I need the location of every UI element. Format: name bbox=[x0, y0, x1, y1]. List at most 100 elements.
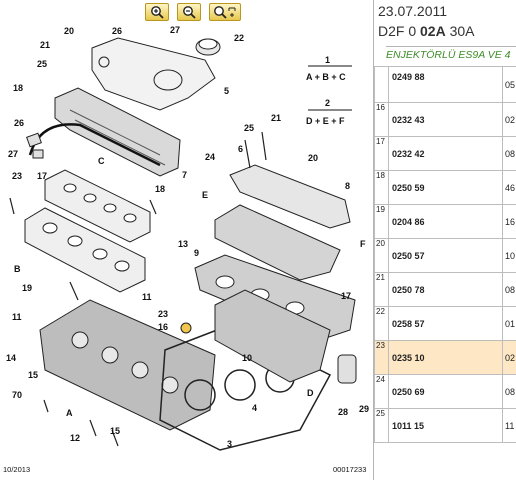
callout-label[interactable]: 25 bbox=[37, 59, 47, 69]
cylinder-head-a[interactable] bbox=[39, 299, 216, 431]
intake-manifold[interactable] bbox=[54, 87, 181, 177]
callout-label[interactable]: 17 bbox=[37, 171, 47, 181]
callout-label[interactable]: 29 bbox=[359, 404, 369, 414]
callout-label[interactable]: 11 bbox=[12, 312, 22, 322]
callout-label[interactable]: 9 bbox=[194, 248, 199, 258]
cam-carrier-c[interactable] bbox=[44, 169, 151, 243]
parts-cell-qty: 02 bbox=[502, 340, 516, 375]
zoom-in-button[interactable] bbox=[145, 3, 169, 21]
parts-cell-qty: 02 bbox=[502, 102, 516, 137]
callout-label[interactable]: 3 bbox=[227, 439, 232, 449]
callout-labels: 20 26 27 22 21 25 18 5 26 27 24 17 6 C 7… bbox=[6, 25, 369, 449]
callout-label[interactable]: 15 bbox=[28, 370, 38, 380]
parts-cell-qty: 01 bbox=[502, 306, 516, 341]
callout-label[interactable]: 8 bbox=[345, 181, 350, 191]
parts-cell-ref: 0258 57 bbox=[388, 306, 503, 341]
callout-label[interactable]: C bbox=[98, 156, 105, 166]
callout-label[interactable]: 12 bbox=[70, 433, 80, 443]
oil-cap[interactable] bbox=[195, 38, 221, 56]
callout-label[interactable]: 10 bbox=[242, 353, 252, 363]
callout-label[interactable]: 17 bbox=[341, 291, 351, 301]
callout-label[interactable]: A bbox=[66, 408, 73, 418]
parts-cell-qty: 16 bbox=[502, 204, 516, 239]
callout-label[interactable]: 23 bbox=[12, 171, 22, 181]
callout-label[interactable]: D bbox=[307, 388, 314, 398]
thermostat-housing[interactable] bbox=[337, 354, 357, 384]
callout-label[interactable]: F bbox=[360, 239, 366, 249]
seal-23-highlight[interactable] bbox=[180, 322, 192, 334]
camshaft-cover-e[interactable] bbox=[214, 204, 341, 281]
parts-cell-ref: 0250 59 bbox=[388, 170, 503, 205]
parts-cell-idx bbox=[374, 66, 389, 103]
callout-label[interactable]: 26 bbox=[112, 26, 122, 36]
cylinder-head-d[interactable] bbox=[214, 289, 331, 383]
footer-ref: 00017233 bbox=[333, 465, 366, 474]
callout-label[interactable]: E bbox=[202, 190, 208, 200]
parts-cell-idx: 25 bbox=[374, 408, 389, 443]
callout-label[interactable]: 14 bbox=[6, 353, 16, 363]
callout-label[interactable]: 25 bbox=[244, 123, 254, 133]
parts-cell-ref: 0250 57 bbox=[388, 238, 503, 273]
callout-label[interactable]: 21 bbox=[271, 113, 281, 123]
callout-label[interactable]: 20 bbox=[64, 26, 74, 36]
callout-label[interactable]: 70 bbox=[12, 390, 22, 400]
zoom-fit-button[interactable] bbox=[209, 3, 241, 21]
engine-subtitle: ENJEKTÖRLÜ ES9A VE 4 bbox=[386, 46, 516, 67]
callout-label[interactable]: 4 bbox=[252, 403, 257, 413]
catalog-code: D2F 0 02A 30A bbox=[378, 23, 475, 39]
callout-label[interactable]: 6 bbox=[238, 144, 243, 154]
catalog-date: 23.07.2011 bbox=[378, 3, 448, 19]
callout-label[interactable]: 28 bbox=[338, 407, 348, 417]
callout-label[interactable]: 26 bbox=[14, 118, 24, 128]
cam-carrier-b[interactable] bbox=[24, 207, 146, 293]
camshaft-housing-f[interactable] bbox=[194, 254, 356, 341]
parts-cell-ref: 0232 43 bbox=[388, 102, 503, 137]
parts-cell-qty: 11 bbox=[502, 408, 516, 443]
fuel-rail[interactable] bbox=[229, 164, 351, 229]
callout-label[interactable]: 5 bbox=[224, 86, 229, 96]
callout-label[interactable]: 7 bbox=[182, 170, 187, 180]
callout-label[interactable]: 22 bbox=[234, 33, 244, 43]
parts-cell-idx: 24 bbox=[374, 374, 389, 409]
callout-label[interactable]: 13 bbox=[178, 239, 188, 249]
parts-cell-ref: 0204 86 bbox=[388, 204, 503, 239]
parts-cell-idx: 22 bbox=[374, 306, 389, 341]
callout-label[interactable]: 19 bbox=[22, 283, 32, 293]
callout-label[interactable]: 20 bbox=[308, 153, 318, 163]
zoom-out-button[interactable] bbox=[177, 3, 201, 21]
exploded-parts-diagram[interactable]: 1 A + B + C 2 D + E + F bbox=[0, 0, 373, 480]
callout-label[interactable]: B bbox=[14, 264, 21, 274]
parts-cell-idx: 16 bbox=[374, 102, 389, 137]
parts-cell-idx: 19 bbox=[374, 204, 389, 239]
callout-label[interactable]: 21 bbox=[40, 40, 50, 50]
parts-cell-qty: 10 bbox=[502, 238, 516, 273]
parts-cell-qty: 08 bbox=[502, 136, 516, 171]
callout-label[interactable]: 11 bbox=[142, 292, 152, 302]
callout-label[interactable]: 18 bbox=[13, 83, 23, 93]
engine-drawing: 1 A + B + C 2 D + E + F bbox=[3, 25, 369, 474]
callout-label[interactable]: 18 bbox=[155, 184, 165, 194]
valve-cover[interactable] bbox=[91, 37, 216, 111]
callout-label[interactable]: 24 bbox=[205, 152, 215, 162]
callout-label[interactable]: 27 bbox=[170, 25, 180, 35]
callout-label[interactable]: 23 bbox=[158, 309, 168, 319]
parts-cell-ref: 0249 88 bbox=[388, 66, 503, 103]
parts-cell-idx: 18 bbox=[374, 170, 389, 205]
callout-label[interactable]: 16 bbox=[158, 322, 168, 332]
parts-panel: 23.07.2011 D2F 0 02A 30A ENJEKTÖRLÜ ES9A… bbox=[373, 0, 516, 480]
callout-label[interactable]: 27 bbox=[8, 149, 18, 159]
callout-label[interactable]: 15 bbox=[110, 426, 120, 436]
bracket[interactable] bbox=[26, 132, 44, 159]
